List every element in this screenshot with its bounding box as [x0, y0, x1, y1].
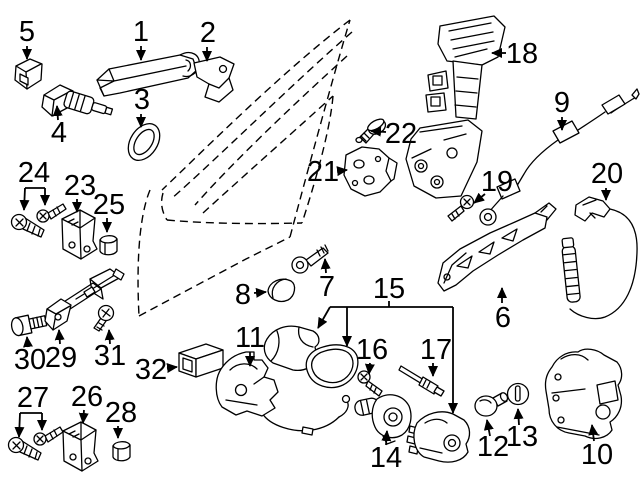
- part-28-drawing: [112, 441, 131, 462]
- part-15-gasket-drawing: [305, 344, 359, 389]
- part-4-number: 4: [51, 117, 67, 149]
- part-24-number: 24: [18, 157, 50, 189]
- part-7-drawing: [291, 244, 329, 274]
- part-10-number: 10: [581, 439, 613, 471]
- part-22-drawing: [355, 118, 387, 144]
- part-16-number: 16: [356, 334, 388, 366]
- part-15-lock-drawing: [406, 411, 471, 463]
- part-6-number: 6: [495, 302, 511, 334]
- part-20-drawing: [561, 196, 638, 320]
- part-13-number: 13: [506, 421, 538, 453]
- part-11-drawing: [215, 351, 351, 436]
- part-27-drawing: [7, 426, 64, 461]
- callout-15-arrow: [317, 306, 331, 329]
- callout-27-arrow: [14, 412, 25, 438]
- callout-32-arrow: [166, 363, 178, 373]
- callout-29-arrow: [54, 329, 65, 345]
- callout-16-arrow: [364, 362, 375, 375]
- callout-7-arrow: [320, 258, 331, 274]
- part-6-drawing: [437, 202, 557, 292]
- part-2-drawing: [193, 56, 235, 103]
- part-21-drawing: [343, 146, 398, 197]
- part-5-drawing: [14, 58, 43, 90]
- part-31-drawing: [93, 304, 115, 332]
- part-32-number: 32: [135, 354, 167, 386]
- part-8-number: 8: [235, 279, 251, 311]
- part-18-drawing: [405, 15, 506, 199]
- part-17-drawing: [398, 365, 445, 397]
- part-25-drawing: [99, 235, 118, 256]
- part-22-number: 22: [385, 118, 417, 150]
- callout-12-arrow: [483, 419, 494, 437]
- part-14-drawing: [354, 394, 412, 445]
- callout-19-arrow: [473, 192, 486, 204]
- part-30-number: 30: [14, 344, 46, 376]
- part-9-drawing: [479, 88, 640, 226]
- part-12-number: 12: [477, 431, 509, 463]
- callout-31-arrow: [104, 329, 115, 345]
- part-7-number: 7: [319, 271, 335, 303]
- callout-10-arrow: [588, 424, 599, 442]
- part-30-drawing: [10, 314, 48, 337]
- part-21-number: 21: [307, 156, 339, 188]
- callout-21-arrow: [336, 166, 348, 177]
- door-outline: [137, 19, 353, 317]
- part-15-number: 15: [373, 273, 405, 305]
- part-11-number: 11: [235, 322, 265, 354]
- part-27-number: 27: [17, 382, 49, 414]
- part-25-number: 25: [93, 189, 125, 221]
- part-17-number: 17: [420, 334, 452, 366]
- callout-13-arrow: [513, 408, 524, 426]
- callout-8-arrow: [253, 287, 267, 298]
- part-32-drawing: [178, 343, 224, 378]
- part-1-number: 1: [133, 16, 149, 48]
- part-20-number: 20: [591, 158, 623, 190]
- part-29-drawing: [44, 268, 125, 331]
- part-23-number: 23: [64, 170, 96, 202]
- part-18-number: 18: [506, 38, 538, 70]
- part-12-drawing: [474, 392, 509, 417]
- part-24-drawing: [10, 203, 67, 238]
- callout-24-arrow: [19, 187, 30, 211]
- callout-26-arrow: [78, 409, 89, 424]
- part-3-drawing: [127, 123, 161, 161]
- part-28-number: 28: [105, 397, 137, 429]
- part-10-drawing: [544, 348, 623, 440]
- part-26-number: 26: [71, 381, 103, 413]
- part-13-drawing: [506, 382, 530, 406]
- part-8-drawing: [267, 278, 296, 303]
- callout-4-arrow: [52, 105, 63, 121]
- part-5-number: 5: [19, 16, 35, 48]
- part-31-number: 31: [94, 340, 126, 372]
- part-2-number: 2: [200, 17, 216, 49]
- callout-22-arrow: [370, 126, 387, 137]
- part-19-drawing: [447, 194, 475, 222]
- part-16-drawing: [357, 370, 383, 397]
- part-14-number: 14: [370, 442, 402, 474]
- callout-14-arrow: [381, 430, 392, 446]
- part-3-number: 3: [134, 84, 150, 116]
- part-9-number: 9: [554, 87, 570, 119]
- part-26-drawing: [62, 421, 99, 472]
- part-23-drawing: [61, 209, 98, 260]
- part-29-number: 29: [45, 342, 77, 374]
- callout-30-arrow: [23, 336, 33, 348]
- part-19-number: 19: [481, 166, 513, 198]
